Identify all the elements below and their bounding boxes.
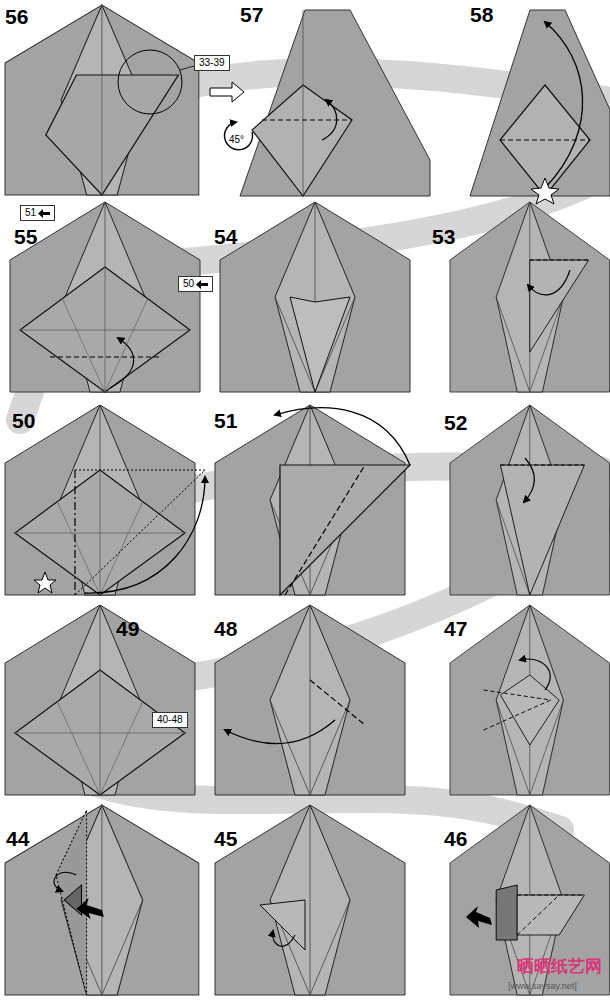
step-number: 51 <box>214 410 237 431</box>
step-number: 55 <box>14 226 37 247</box>
back-arrow <box>196 280 208 289</box>
step-number: 57 <box>240 4 263 25</box>
step-number: 44 <box>6 828 29 849</box>
step-number: 53 <box>432 226 455 247</box>
step-number: 54 <box>214 226 237 247</box>
step-number: 46 <box>444 828 467 849</box>
step-reference: 50 <box>183 278 194 290</box>
step-number: 50 <box>12 410 35 431</box>
step-reference-box: 50 <box>178 276 213 292</box>
step-reference: 51 <box>25 207 36 219</box>
rotation-label: 45° <box>229 135 244 145</box>
back-arrow <box>38 209 50 218</box>
step-number: 48 <box>214 618 237 639</box>
step-number: 56 <box>5 6 28 27</box>
step-reference-box: 51 <box>20 205 55 221</box>
step-reference: 40-48 <box>157 714 183 726</box>
step-number: 49 <box>116 618 139 639</box>
step-reference-box: 33-39 <box>194 55 230 71</box>
watermark: 晒晒纸艺网 <box>517 958 602 975</box>
step-number: 45 <box>214 828 237 849</box>
step-number: 52 <box>444 412 467 433</box>
step-reference-box: 40-48 <box>152 712 188 728</box>
step-number: 58 <box>470 4 493 25</box>
step-reference: 33-39 <box>199 57 225 69</box>
step-number: 47 <box>444 618 467 639</box>
watermark: [www.saysay.net] <box>508 982 577 991</box>
